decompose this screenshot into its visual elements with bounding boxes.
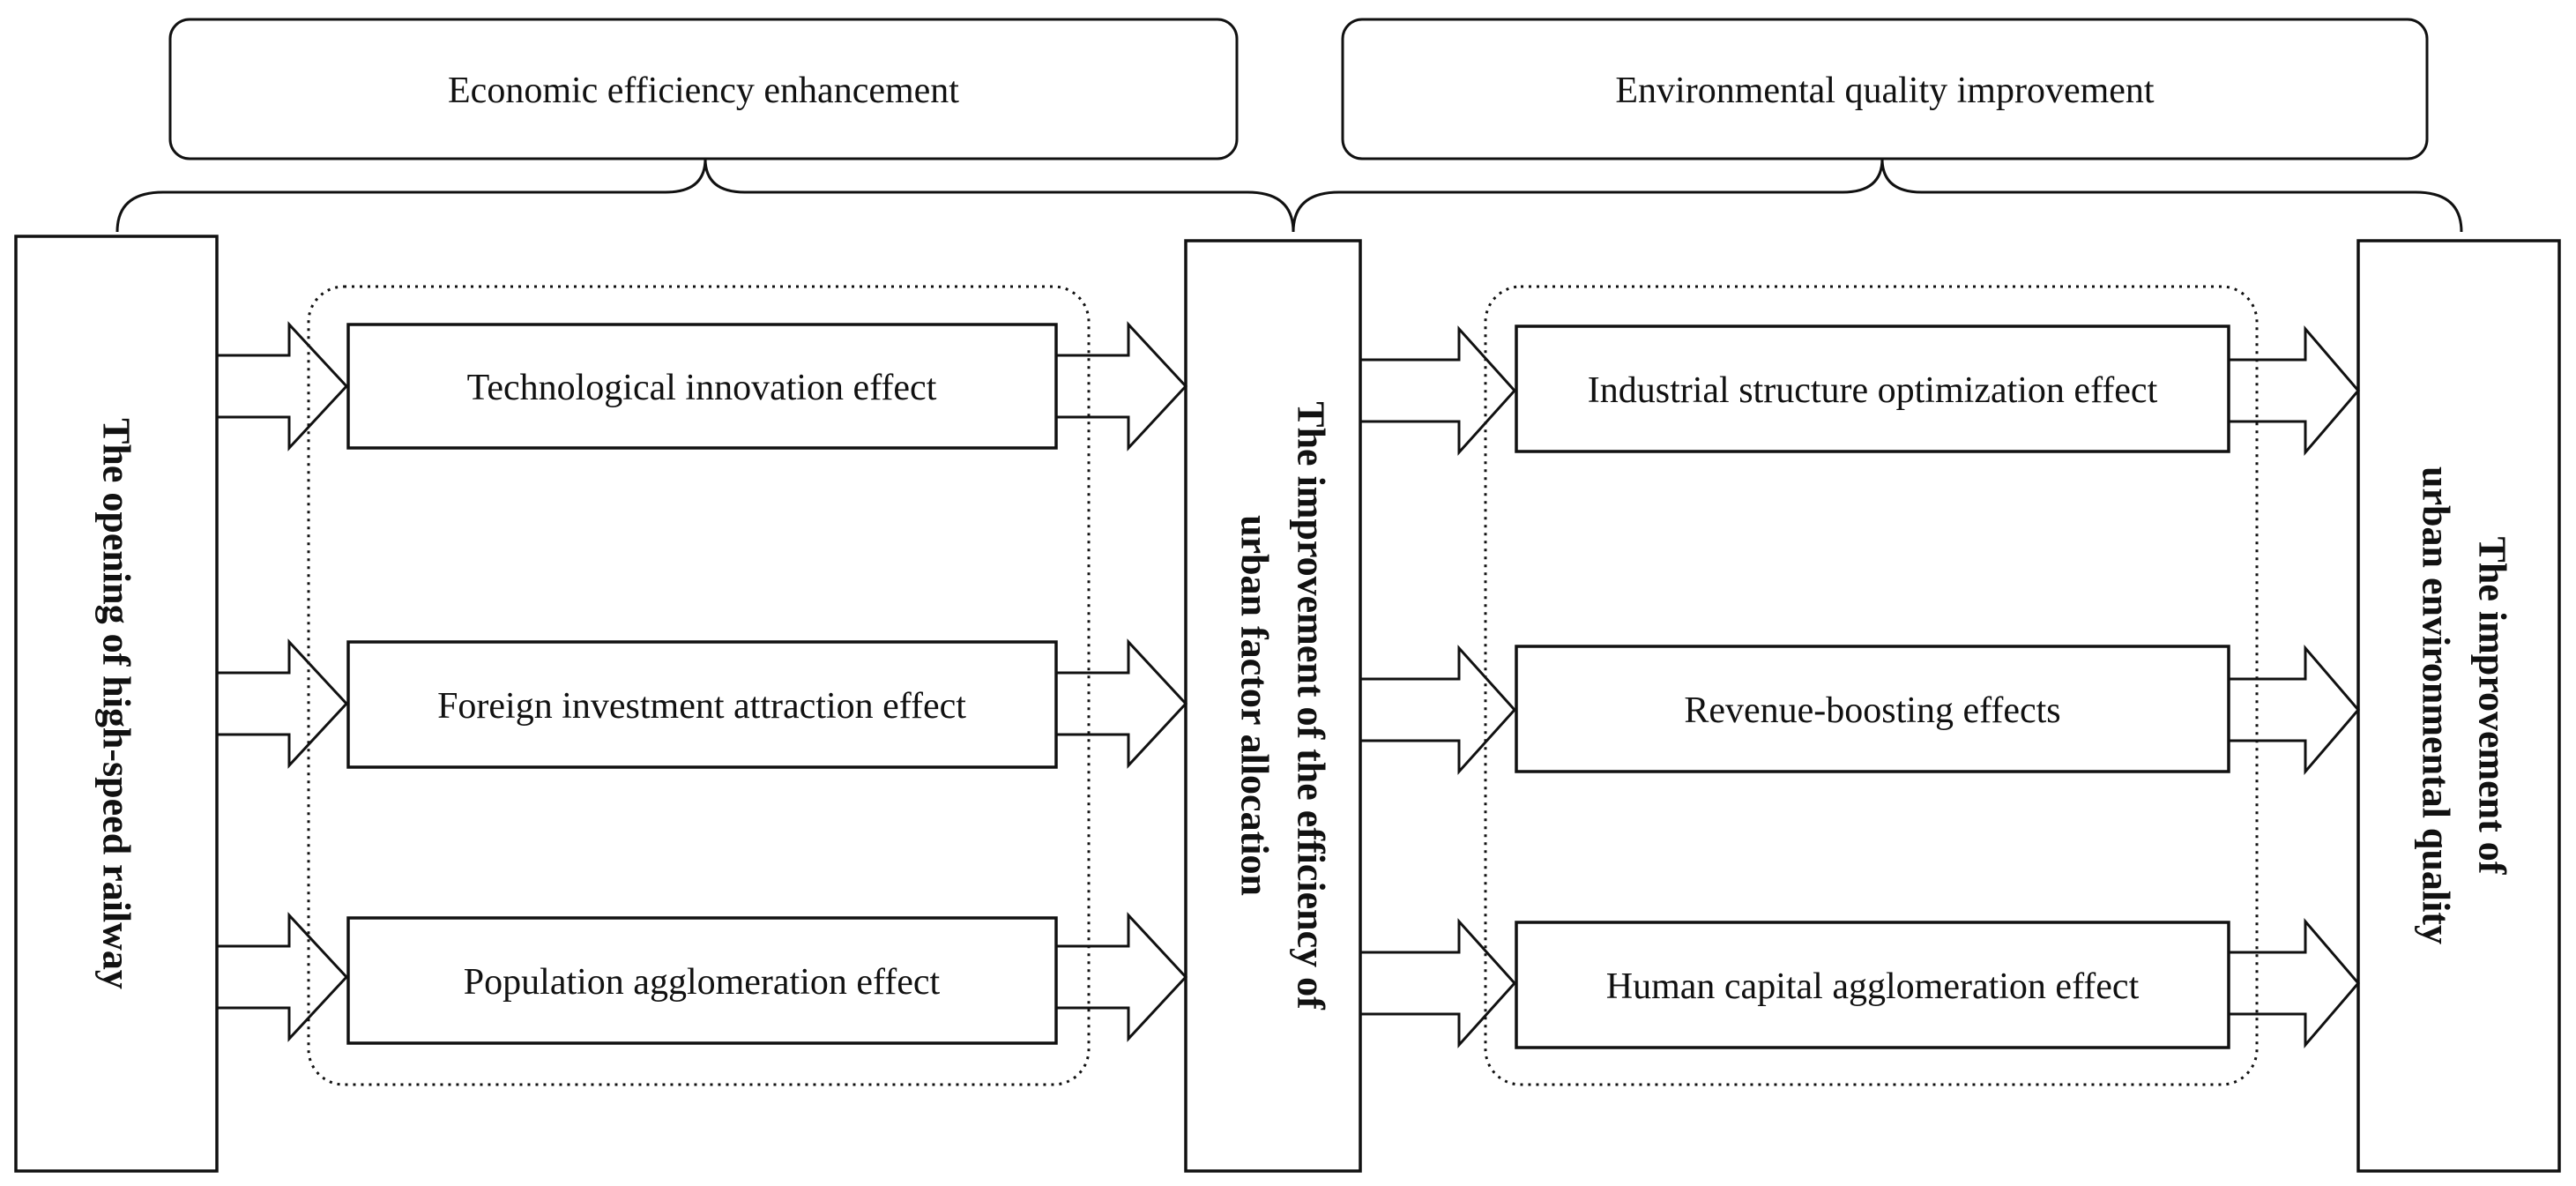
header-environmental: Environmental quality improvement [1341, 18, 2429, 160]
arrow-industrial-to-environment [2229, 324, 2360, 457]
arrow-opening-to-tech [217, 321, 349, 451]
effect-technological-innovation: Technological innovation effect [346, 323, 1058, 450]
node-hsr-opening-label: The opening of high-speed railway [95, 418, 138, 989]
node-environmental-quality-line2: urban environmental quality [2415, 466, 2458, 944]
node-factor-allocation-line1: The improvement of the efficiency of [1290, 401, 1333, 1011]
header-economic-label: Economic efficiency enhancement [448, 71, 959, 111]
arrow-revenue-to-environment [2229, 644, 2360, 776]
arrow-allocation-to-human-capital [1360, 918, 1517, 1048]
arrow-opening-to-foreign [217, 638, 349, 769]
brace-economic [115, 158, 1295, 233]
arrow-population-to-allocation [1056, 912, 1188, 1042]
node-environmental-quality: The improvement of urban environmental q… [2356, 239, 2561, 1173]
node-factor-allocation: The improvement of the efficiency of urb… [1184, 239, 1362, 1173]
group-left-effects [307, 285, 1091, 1086]
arrow-opening-to-population [217, 912, 349, 1042]
node-hsr-opening: The opening of high-speed railway [14, 235, 219, 1173]
effect-industrial-structure-label: Industrial structure optimization effect [1588, 370, 2158, 411]
group-right-effects [1484, 285, 2259, 1086]
node-factor-allocation-line2: urban factor allocation [1233, 515, 1277, 896]
arrow-allocation-to-revenue [1360, 645, 1517, 775]
brace-environmental [1292, 158, 2463, 233]
effect-technological-innovation-label: Technological innovation effect [467, 368, 937, 408]
arrows [217, 321, 2360, 1049]
effect-revenue-boosting: Revenue-boosting effects [1515, 645, 2230, 773]
effect-human-capital: Human capital agglomeration effect [1515, 921, 2230, 1049]
effect-revenue-boosting-label: Revenue-boosting effects [1684, 690, 2060, 731]
arrow-allocation-to-industrial [1360, 325, 1517, 456]
arrow-tech-to-allocation [1056, 321, 1188, 451]
header-environmental-label: Environmental quality improvement [1615, 71, 2155, 111]
arrow-foreign-to-allocation [1056, 638, 1188, 769]
header-economic: Economic efficiency enhancement [168, 18, 1239, 160]
arrow-human-capital-to-environment [2229, 917, 2360, 1049]
effect-foreign-investment-label: Foreign investment attraction effect [437, 686, 966, 727]
effect-human-capital-label: Human capital agglomeration effect [1606, 966, 2140, 1007]
effect-population-agglomeration-label: Population agglomeration effect [464, 962, 941, 1003]
node-environmental-quality-line1: The improvement of [2471, 537, 2514, 876]
effect-foreign-investment: Foreign investment attraction effect [346, 640, 1058, 769]
effect-industrial-structure: Industrial structure optimization effect [1515, 324, 2230, 453]
effect-population-agglomeration: Population agglomeration effect [346, 916, 1058, 1045]
